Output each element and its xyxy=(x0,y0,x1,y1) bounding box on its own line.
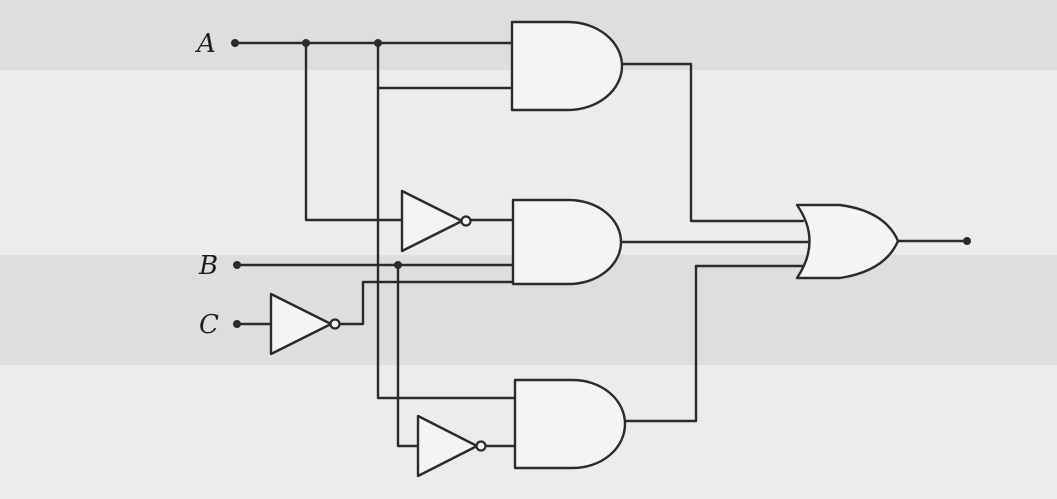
input-label-a: A xyxy=(195,29,216,59)
terminal-a xyxy=(231,39,239,47)
wire-b-to-not3 xyxy=(396,263,420,448)
terminal-output xyxy=(963,237,971,245)
junction-a-2 xyxy=(374,39,382,47)
wire-and3-to-or xyxy=(623,264,805,423)
junction-b-1 xyxy=(394,261,402,269)
not-gate-1 xyxy=(400,189,464,253)
and-gate-3 xyxy=(513,378,627,470)
input-label-c: C xyxy=(199,310,219,340)
and-gate-1 xyxy=(510,20,624,112)
junction-a-1 xyxy=(302,39,310,47)
wire-not2-to-and2 xyxy=(337,280,515,326)
wire-a-to-and3 xyxy=(376,86,517,400)
gates xyxy=(269,20,900,478)
not-gate-2-bubble xyxy=(329,318,341,330)
not-gate-3-bubble xyxy=(475,440,487,452)
wire-a-to-not1 xyxy=(304,41,404,222)
input-label-b: B xyxy=(198,251,218,281)
terminal-c xyxy=(233,320,241,328)
wire-and1-to-or xyxy=(620,62,805,223)
not-gate-2 xyxy=(269,292,333,356)
not-gate-3 xyxy=(416,414,479,478)
terminal-b xyxy=(233,261,241,269)
not-gate-1-bubble xyxy=(460,215,472,227)
or-gate xyxy=(795,203,900,280)
wires xyxy=(233,41,969,448)
junction-dots xyxy=(231,39,971,328)
and-gate-2 xyxy=(511,198,623,286)
